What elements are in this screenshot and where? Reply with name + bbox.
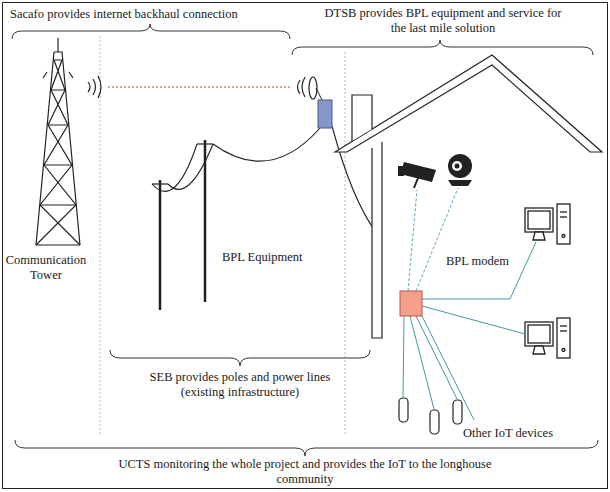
project-note: UCTS monitoring the whole project and pr… [95,457,515,487]
communication-tower [36,38,80,245]
frame [3,3,608,489]
antenna-mount [316,88,322,100]
equipment-label: BPL Equipment [222,250,302,265]
bpl-modem-box [400,291,422,316]
bracket [15,440,598,456]
provider-note: SEB provides poles and power lines (exis… [140,370,340,400]
provider-note: DTSB provides BPL equipment and service … [318,6,568,36]
power-pole [152,140,213,310]
bracket [110,350,370,366]
node-text: BPL modem [446,254,509,269]
computer [525,204,570,244]
power-line [152,126,376,232]
part-name: Other IoT devices [463,426,583,441]
node-text: BPL Equipment [222,250,302,265]
computer [525,318,570,358]
longhouse [335,55,602,338]
part-name: Communication Tower [0,253,92,283]
wireless-symbol [88,76,305,98]
bpl-equipment-box [318,100,332,128]
bracket [292,40,593,55]
dome-camera [448,154,472,186]
cctv-camera [398,162,436,188]
divider-line [345,52,346,436]
provider-note: Sacafo provides internet backhaul connec… [10,7,295,22]
modem-label: BPL modem [446,254,509,269]
network-link [403,188,536,420]
bracket [12,24,290,39]
antenna-dish [309,77,317,99]
wireless-link [108,87,292,88]
iot-device [399,398,462,434]
divider-line [100,36,101,436]
